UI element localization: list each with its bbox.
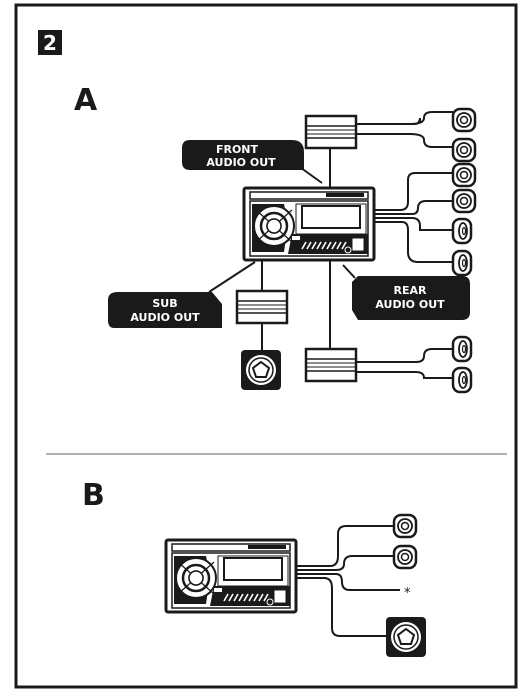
figure-number-badge [38, 30, 62, 55]
front-speaker-1 [451, 107, 477, 133]
sub-amplifier [235, 289, 289, 325]
figure-frame [14, 3, 518, 689]
subwoofer-a [240, 349, 282, 391]
svg-text:AUDIO OUT: AUDIO OUT [375, 298, 445, 311]
speaker-b-1 [392, 513, 418, 539]
head-unit-b [164, 538, 298, 614]
svg-text:AUDIO OUT: AUDIO OUT [130, 311, 200, 324]
section-b-letter: B [82, 478, 105, 513]
front-speaker-2 [451, 137, 477, 163]
section-b-wiring [296, 525, 400, 637]
svg-text:AUDIO OUT: AUDIO OUT [206, 156, 276, 169]
svg-text:REAR: REAR [394, 284, 427, 297]
asterisk-note-mark: * [404, 586, 411, 601]
speaker-4 [451, 188, 477, 214]
rear-speaker-1 [451, 335, 473, 363]
figure-number: 2 [43, 31, 57, 55]
subwoofer-b [385, 616, 427, 658]
rear-audio-out-label: REAR AUDIO OUT [352, 276, 470, 320]
rear-amplifier [304, 347, 358, 383]
speaker-3 [451, 162, 477, 188]
front-amplifier [304, 114, 358, 150]
head-unit-a [242, 186, 376, 262]
section-a-letter: A [74, 83, 98, 118]
svg-text:FRONT: FRONT [216, 143, 259, 156]
rear-speaker-2 [451, 366, 473, 394]
sub-audio-out-label: SUB AUDIO OUT [108, 292, 222, 328]
speaker-b-2 [392, 544, 418, 570]
front-audio-out-label: FRONT AUDIO OUT [182, 140, 304, 170]
speaker-5 [451, 217, 473, 245]
section-a-wiring [261, 111, 453, 379]
svg-text:SUB: SUB [152, 297, 177, 310]
speaker-6 [451, 249, 473, 277]
